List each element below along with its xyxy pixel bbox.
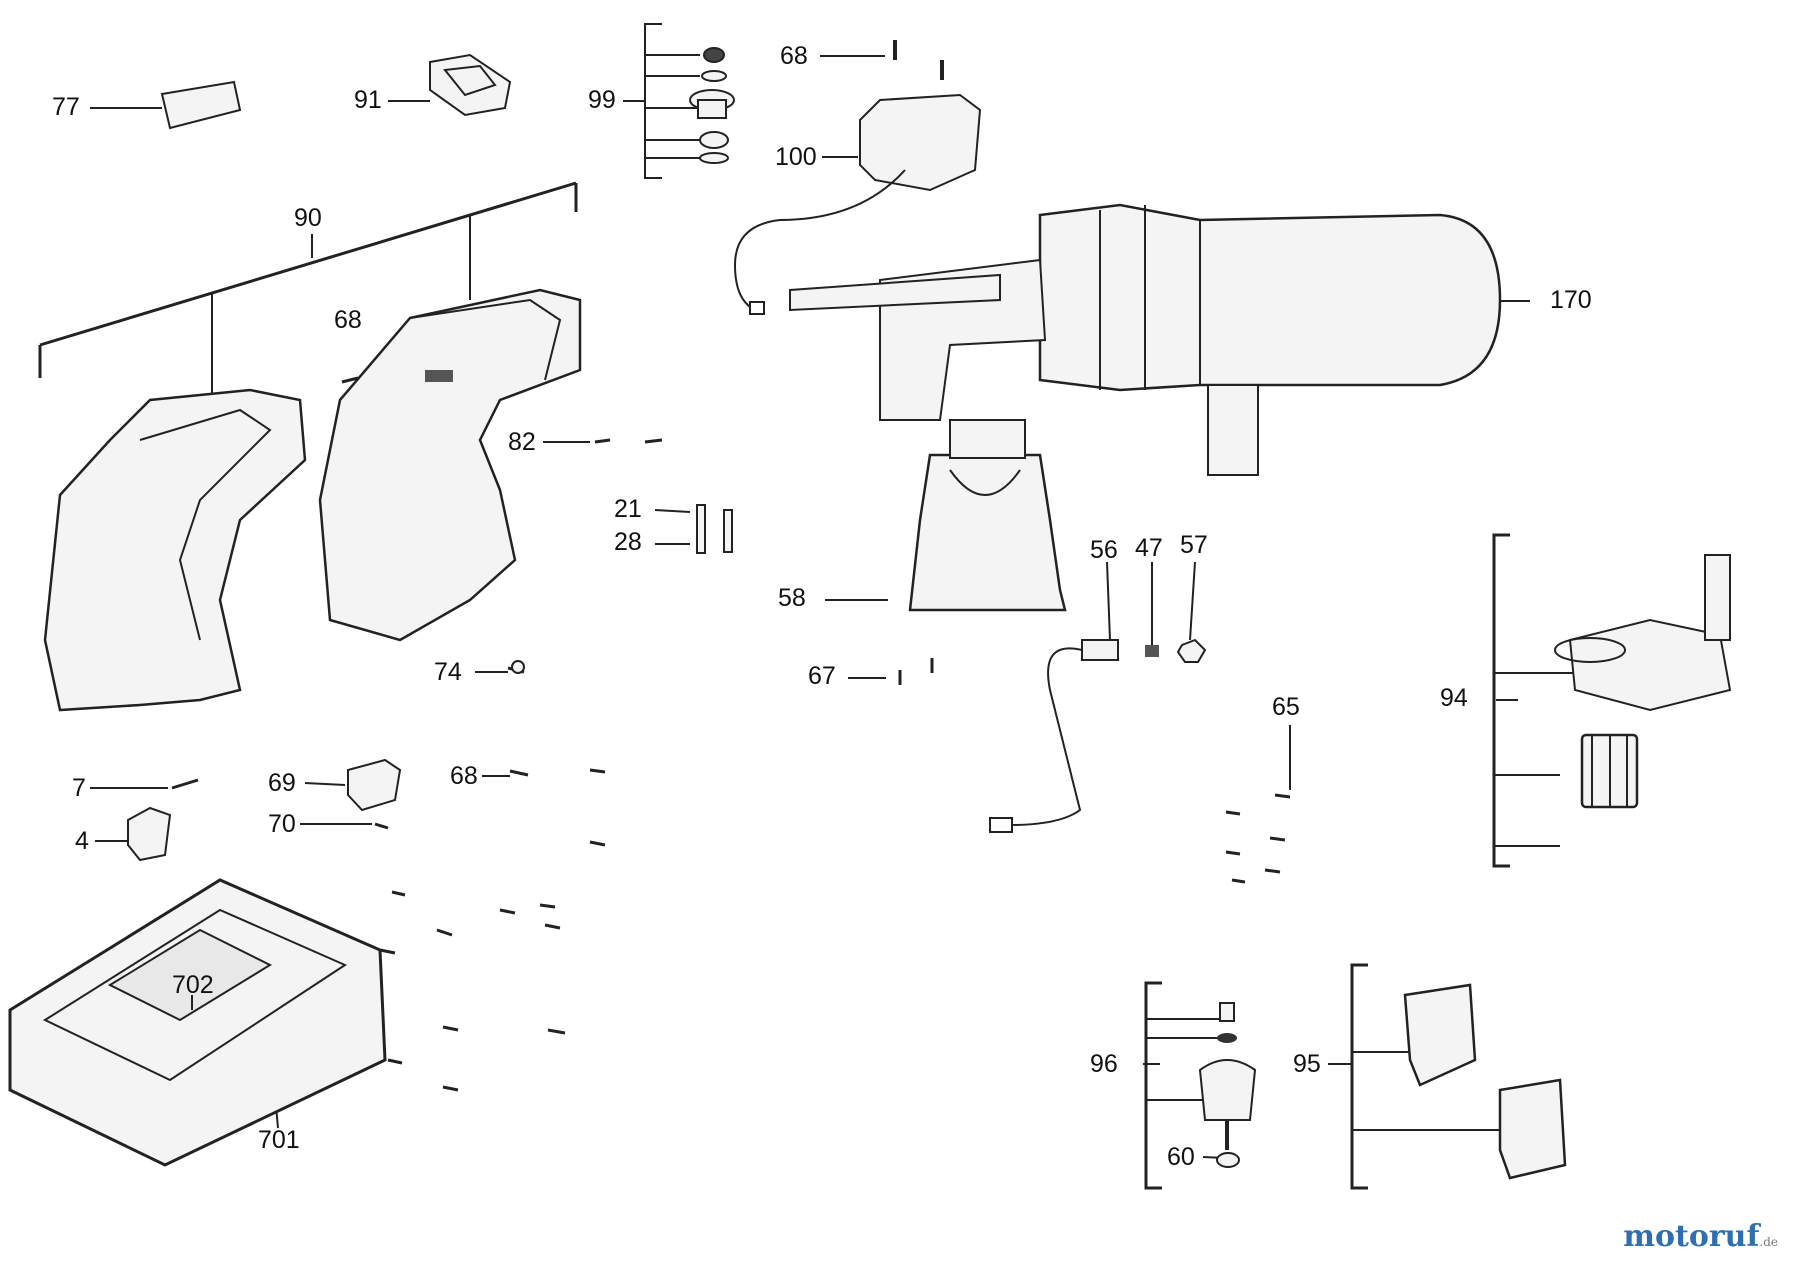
label-28: 28 xyxy=(614,528,642,556)
part-702-insert xyxy=(107,928,273,1022)
watermark: motoruf.de xyxy=(1623,1219,1778,1254)
label-69: 69 xyxy=(268,769,296,797)
bracket-95 xyxy=(1350,963,1368,1190)
part-56 xyxy=(1081,639,1119,661)
part-701-case xyxy=(8,878,387,1167)
label-47: 47 xyxy=(1135,534,1163,562)
label-100: 100 xyxy=(775,143,817,171)
part-58 xyxy=(908,453,1067,612)
label-170: 170 xyxy=(1550,286,1592,314)
label-68-top: 68 xyxy=(780,42,808,70)
label-60: 60 xyxy=(1167,1143,1195,1171)
label-77: 77 xyxy=(52,93,80,121)
watermark-brand: motoruf xyxy=(1623,1219,1760,1254)
part-77 xyxy=(160,80,242,130)
label-99: 99 xyxy=(588,86,616,114)
label-21: 21 xyxy=(614,495,642,523)
part-91 xyxy=(429,53,512,117)
label-56: 56 xyxy=(1090,536,1118,564)
bracket-94 xyxy=(1492,533,1510,868)
part-60 xyxy=(1216,1152,1240,1168)
label-702: 702 xyxy=(172,971,214,999)
part-47 xyxy=(1145,645,1159,657)
label-91: 91 xyxy=(354,86,382,114)
label-58: 58 xyxy=(778,584,806,612)
part-99 xyxy=(689,47,735,164)
label-95: 95 xyxy=(1293,1050,1321,1078)
part-170 xyxy=(1038,203,1502,392)
label-68-screws: 68 xyxy=(450,762,478,790)
label-65: 65 xyxy=(1272,693,1300,721)
part-57 xyxy=(1176,638,1207,663)
bracket-99 xyxy=(644,23,662,179)
label-67: 67 xyxy=(808,662,836,690)
part-4 xyxy=(127,806,172,862)
part-100 xyxy=(859,93,982,192)
label-57: 57 xyxy=(1180,531,1208,559)
label-94: 94 xyxy=(1440,684,1468,712)
part-90-right-housing xyxy=(318,288,582,642)
part-95-lower xyxy=(1498,1078,1567,1180)
part-95-upper xyxy=(1403,983,1477,1087)
label-90: 90 xyxy=(294,204,322,232)
watermark-tld: .de xyxy=(1759,1235,1778,1249)
part-96-rotor xyxy=(1198,1059,1257,1121)
label-4: 4 xyxy=(75,827,89,855)
label-70: 70 xyxy=(268,810,296,838)
label-701: 701 xyxy=(258,1126,300,1154)
label-74: 74 xyxy=(434,658,462,686)
bracket-96 xyxy=(1144,981,1162,1190)
label-7: 7 xyxy=(72,774,86,802)
part-94-board xyxy=(1568,618,1732,712)
bracket-90 xyxy=(39,181,577,347)
part-69 xyxy=(347,758,402,812)
label-96: 96 xyxy=(1090,1050,1118,1078)
label-82: 82 xyxy=(508,428,536,456)
part-90-left-housing xyxy=(43,388,307,712)
label-68-housing: 68 xyxy=(334,306,362,334)
